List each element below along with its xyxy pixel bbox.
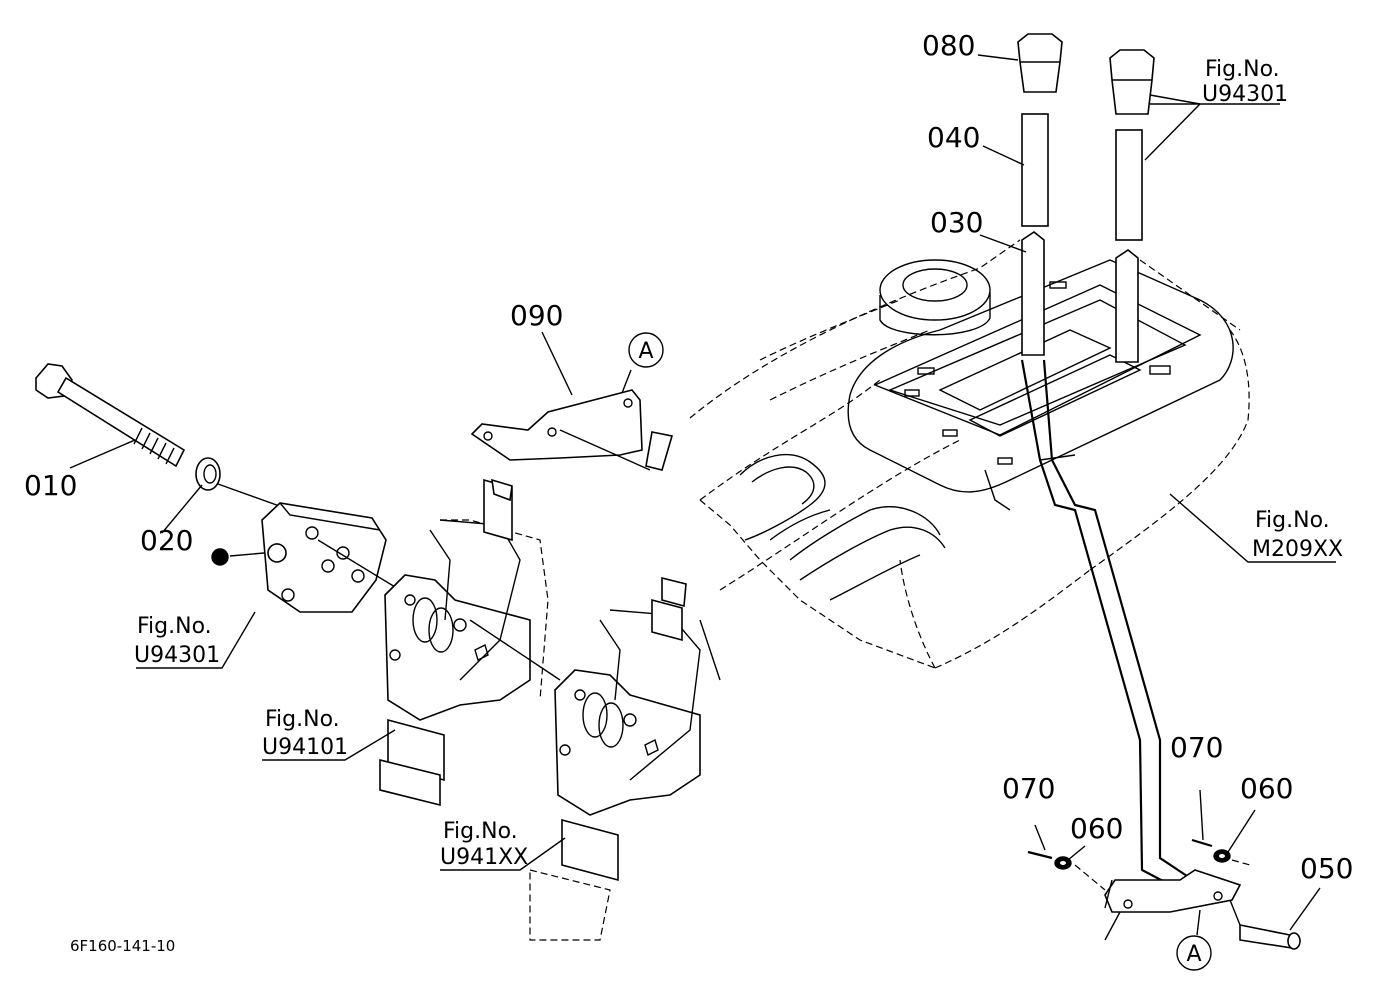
part-label-040: 040: [927, 121, 980, 154]
figref-top-right-code: U94301: [1202, 82, 1288, 107]
figref-center-low-title: Fig.No.: [443, 819, 518, 844]
figref-top-right-title: Fig.No.: [1205, 57, 1280, 82]
part-label-060-right: 060: [1240, 772, 1293, 805]
part-label-090: 090: [510, 299, 563, 332]
figref-right-mid-title: Fig.No.: [1255, 508, 1330, 533]
control-valves: [379, 389, 721, 941]
figref-left: Fig.No. U94301: [134, 614, 220, 668]
lever-assembly: [1017, 33, 1301, 950]
ref-a-bottom-label: A: [1186, 942, 1201, 967]
part-label-020: 020: [140, 524, 193, 557]
part-label-070-left: 070: [1002, 772, 1055, 805]
figref-center: Fig.No. U94101: [262, 707, 348, 760]
part-label-010: 010: [24, 469, 77, 502]
figref-center-code: U94101: [262, 735, 348, 760]
figref-right-mid: Fig.No. M209XX: [1252, 508, 1343, 562]
figref-right-mid-code: M209XX: [1252, 537, 1343, 562]
part-label-030: 030: [930, 206, 983, 239]
figref-left-title: Fig.No.: [137, 614, 212, 639]
leader-lines: [69, 54, 1336, 936]
part-label-060-left: 060: [1070, 812, 1123, 845]
figref-center-low: Fig.No. U941XX: [440, 819, 528, 870]
part-label-050: 050: [1300, 852, 1353, 885]
figref-center-title: Fig.No.: [265, 707, 340, 732]
valve-mounting-parts: [35, 363, 401, 613]
figref-left-code: U94301: [134, 643, 220, 668]
figref-top-right: Fig.No. U94301: [1202, 57, 1288, 107]
ref-a-bottom: A: [1176, 935, 1212, 971]
figref-center-low-code: U941XX: [440, 845, 528, 870]
drawing-number: 6F160-141-10: [70, 937, 175, 955]
part-label-080: 080: [922, 29, 975, 62]
part-label-070-right: 070: [1170, 731, 1223, 764]
ref-a-top: A: [628, 332, 664, 368]
console-body-outline: [689, 239, 1250, 669]
ref-a-top-label: A: [638, 339, 653, 364]
